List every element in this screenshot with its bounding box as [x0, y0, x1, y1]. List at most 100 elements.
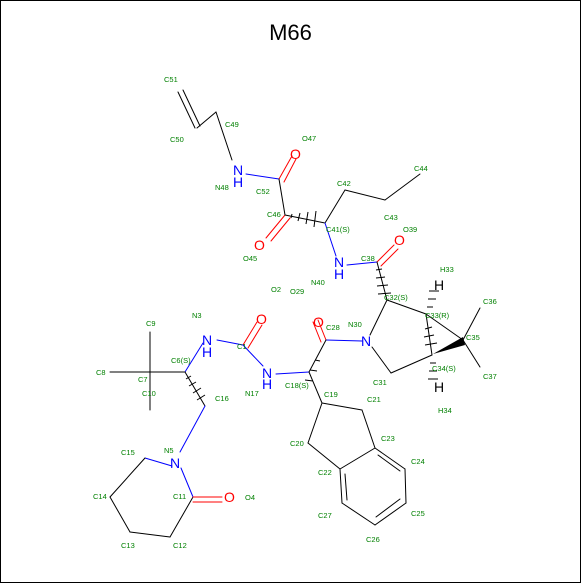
bond-c33-c35 [425, 313, 464, 341]
label-c11: C11 [173, 492, 186, 501]
atom-h17: H [262, 376, 272, 392]
hash-c41-c46-3 [305, 211, 309, 225]
label-c44: C44 [414, 164, 428, 173]
label-c15: C15 [121, 448, 135, 457]
label-c31: C31 [373, 378, 387, 387]
atom-o45: O [254, 237, 265, 253]
label-c14: C14 [93, 492, 107, 501]
label-o29: O29 [290, 287, 304, 296]
bond-c31-n30 [371, 346, 392, 374]
bond-c41-c42 [324, 189, 346, 224]
bond-aromatic-1 [377, 454, 401, 472]
bond-c43-c44 [384, 173, 421, 201]
label-c1: C1 [237, 342, 247, 351]
label-c32: C32(S) [384, 293, 408, 302]
label-n17: N17 [245, 389, 259, 398]
bond-c21-c23 [361, 409, 376, 449]
bond-c35-c36 [462, 307, 481, 341]
bond-c11-n5 [180, 467, 194, 498]
label-c24: C24 [411, 457, 425, 466]
bond-c32-n30 [369, 299, 388, 336]
bond-n40-c38 [346, 261, 378, 266]
bond-c52-o47-double [283, 158, 297, 183]
bond-c34-c31 [390, 354, 433, 374]
bond-c25-c26 [374, 502, 407, 526]
hash-c32-c38-4 [377, 292, 392, 295]
atom-n40: N [334, 254, 344, 270]
bond-c26-c27 [341, 502, 376, 526]
bond-c51-c50 [177, 91, 196, 129]
bond-c22-c23 [339, 447, 376, 470]
hash-c34-c33-3 [424, 326, 433, 330]
label-n40: N40 [311, 278, 325, 287]
label-o4: O4 [245, 493, 255, 502]
bond-c1-o2 [242, 321, 258, 346]
atom-o4: O [224, 489, 235, 505]
label-c7: C7 [138, 375, 148, 384]
bond-c33-c34 [425, 313, 433, 356]
hash-c32-c38-3 [376, 284, 389, 287]
hash-c6-c16-3 [192, 387, 202, 394]
atom-n30: N [361, 333, 371, 349]
atom-n5: N [170, 455, 180, 471]
label-o45: O45 [243, 254, 257, 263]
atom-n48: N [233, 162, 243, 178]
label-c16: C16 [215, 394, 229, 403]
stereo-bond-layer [185, 210, 439, 401]
bond-n17-c1 [242, 344, 264, 367]
hash-c6-c16-1 [185, 375, 192, 380]
label-o47: O47 [302, 134, 316, 143]
atom-h33: H [434, 277, 444, 293]
atom-h3: H [202, 344, 212, 360]
molecule-title: M66 [269, 20, 312, 45]
hash-c6-c16-2 [188, 381, 197, 387]
atom-h34: H [434, 379, 444, 395]
bond-c52-c46 [278, 178, 286, 216]
bond-n5-c15 [144, 457, 173, 467]
bond-c19-c21 [321, 402, 363, 411]
label-c20: C20 [290, 439, 304, 448]
label-n3: N3 [192, 311, 202, 320]
label-c18: C18(S) [285, 381, 309, 390]
label-c49: C49 [225, 120, 239, 129]
label-c10: C10 [142, 389, 156, 398]
bond-c18-n17 [275, 371, 310, 375]
bond-c52-o47 [278, 155, 293, 180]
bond-c20-c22 [307, 442, 341, 470]
label-c26: C26 [366, 535, 380, 544]
atom-n17: N [262, 365, 272, 381]
bond-n3-c6 [184, 342, 204, 373]
bond-c28-o29-double [312, 321, 322, 343]
hash-c41-c46-1 [290, 213, 293, 219]
bond-layer [109, 89, 481, 538]
label-c34: C34(S) [432, 364, 456, 373]
bond-c1-n3 [216, 339, 244, 346]
label-c21: C21 [367, 395, 381, 404]
hash-c32-c38-2 [375, 276, 386, 279]
bond-c24-c25 [404, 468, 407, 504]
atom-o47: O [290, 146, 301, 162]
atom-o2: O [256, 311, 267, 327]
bond-aromatic-2 [375, 498, 401, 518]
label-o39: O39 [403, 225, 417, 234]
label-c25: C25 [411, 509, 425, 518]
atom-o29: O [313, 314, 324, 330]
label-c50: C50 [170, 135, 184, 144]
bond-c23-c24 [374, 447, 406, 470]
bond-c46-o45-double [270, 217, 291, 242]
label-c22: C22 [318, 468, 332, 477]
label-c38: C38 [361, 254, 375, 263]
bond-c16-n5 [179, 405, 206, 453]
hash-c32-c38-1 [375, 268, 383, 271]
label-c43: C43 [384, 213, 398, 222]
label-n30: N30 [348, 320, 362, 329]
label-c23: C23 [381, 434, 395, 443]
label-h33: H33 [440, 265, 454, 274]
label-h34: H34 [438, 406, 452, 415]
label-n48: N48 [215, 183, 229, 192]
bond-c12-c11 [169, 496, 194, 538]
bond-c14-c13 [109, 496, 131, 533]
heteroatom-layer: N H O O N H O N H N H O O N N O H H [170, 146, 444, 505]
atom-o39: O [394, 232, 405, 248]
